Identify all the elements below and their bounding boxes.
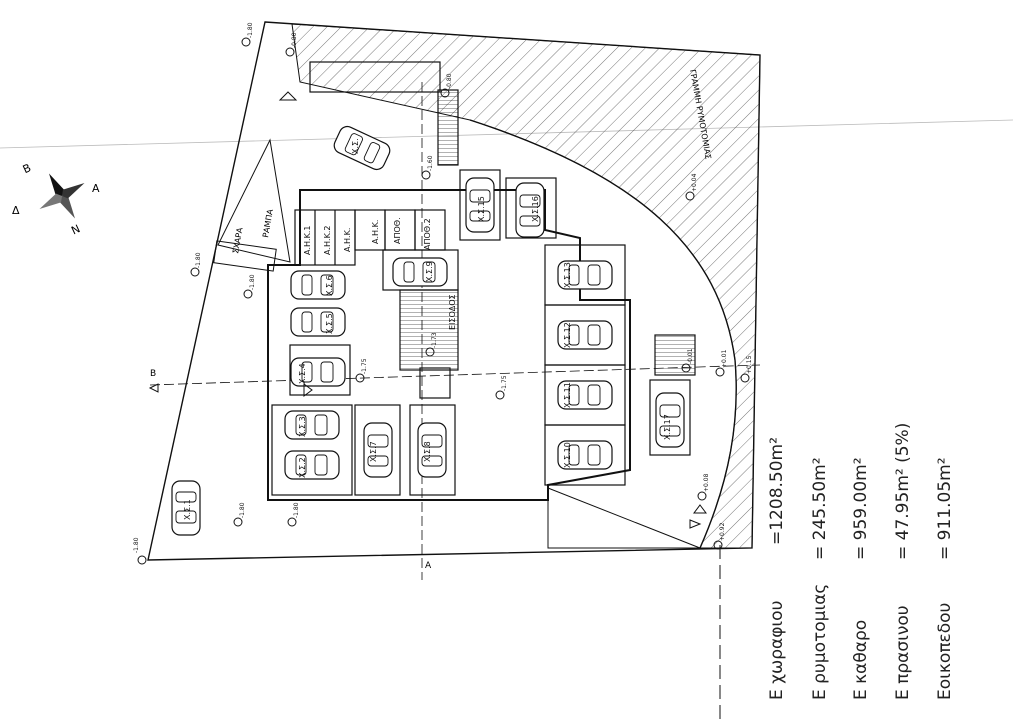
compass-east: Α: [92, 182, 100, 195]
parking-label: Χ.Σ.12: [563, 322, 572, 348]
svg-text:-0.80: -0.80: [446, 73, 453, 89]
area-value: = 245.50m²: [810, 457, 830, 560]
area-label: Ε πρασινου: [893, 605, 913, 700]
level-marker: -1.80: [233, 502, 246, 527]
svg-text:-1.80: -1.80: [249, 274, 256, 290]
svg-text:-1.80: -1.80: [293, 502, 300, 518]
level-marker: +0.92: [713, 522, 726, 550]
boundary-curve: [469, 119, 737, 549]
area-summary: Ε χωραφιου =1208.50m² Ε ρυμοτομιας = 245…: [767, 423, 955, 700]
fold-line: [0, 119, 1013, 149]
area-value: = 47.95m² (5%): [893, 423, 913, 560]
compass-north: Ν: [69, 222, 82, 237]
mech-room-label: Α.Η.Κ.2: [323, 226, 332, 255]
svg-text:+0.01: +0.01: [721, 349, 728, 368]
level-marker: -1.73: [425, 332, 438, 357]
area-value: =1208.50m²: [767, 437, 787, 545]
parking-label: Χ.Σ.17: [663, 414, 672, 440]
svg-text:-0.01: -0.01: [687, 348, 694, 364]
level-marker: +0.01: [715, 349, 728, 377]
section-a-label: A: [425, 561, 432, 571]
svg-text:-1.75: -1.75: [361, 358, 368, 374]
svg-text:-1.60: -1.60: [427, 155, 434, 171]
level-marker: +0.04: [685, 173, 698, 201]
parking-label: Χ.Σ.13: [563, 262, 572, 288]
area-label: Ε καθαρο: [851, 620, 871, 700]
svg-text:+0.08: +0.08: [703, 473, 710, 492]
svg-text:-1.80: -1.80: [195, 252, 202, 268]
level-marker: -1.80: [287, 502, 300, 527]
mech-room-label: Α.Η.Κ.1: [303, 226, 312, 255]
parking-label: Χ.Σ.11: [563, 382, 572, 408]
parking-label: Χ.Σ.2: [298, 457, 307, 478]
svg-text:+0.15: +0.15: [746, 355, 753, 374]
storage-label: ΑΠΟΘ.2: [423, 218, 432, 250]
level-marker: -1.75: [355, 358, 368, 383]
compass-rose: Β Α Δ Ν: [12, 161, 100, 237]
parking-label: Χ.Σ.6: [325, 275, 334, 296]
level-marker: -0.01: [681, 348, 694, 373]
mech-room-label: Α.Η.Κ.: [343, 228, 352, 252]
parking-label: Χ.Σ.16: [531, 196, 540, 222]
storage-label: ΑΠΟΘ.: [393, 217, 402, 244]
parking-label: Χ.Σ.: [351, 138, 360, 154]
parking-label: Χ.Σ.15: [477, 196, 486, 222]
svg-text:+0.92: +0.92: [719, 522, 726, 541]
level-marker: -0.80: [285, 32, 298, 57]
mech-room-label: Α.Η.Κ.: [371, 220, 380, 244]
level-marker: -1.75: [495, 375, 508, 400]
corner-triangle: [547, 487, 701, 549]
svg-text:-1.80: -1.80: [239, 502, 246, 518]
entrance-label: ΕΙΣΟΔΟΣ: [448, 294, 457, 330]
svg-text:-1.80: -1.80: [247, 22, 254, 38]
svg-text:-1.75: -1.75: [501, 375, 508, 391]
parking-label: Χ.Σ.7: [369, 441, 378, 462]
svg-text:+0.04: +0.04: [691, 173, 698, 192]
level-marker: +0.15: [740, 355, 753, 383]
level-marker: -1.80: [190, 252, 202, 277]
svg-text:-0.80: -0.80: [291, 32, 298, 48]
expropriation-zone: [291, 23, 761, 549]
level-marker: -1.60: [421, 155, 434, 180]
parking-label: Χ.Σ.8: [423, 441, 432, 462]
level-marker: -0.80: [440, 73, 453, 98]
level-marker: -1.80: [241, 22, 254, 47]
compass-west: Δ: [12, 204, 20, 217]
parking-label: Χ.Σ.4: [298, 363, 307, 384]
area-label: Ε χωραφιου: [767, 601, 787, 700]
parking-label: Χ.Σ.9: [425, 261, 434, 282]
grate-label: ΣΧΑΡΑ: [231, 226, 245, 254]
ramp-triangle: [217, 138, 291, 263]
area-value: = 911.05m²: [935, 457, 955, 560]
compass-south: Β: [21, 161, 33, 176]
svg-text:-1.73: -1.73: [431, 332, 438, 348]
partitions: [271, 61, 696, 496]
area-label: Ε ρυμοτομιας: [810, 584, 830, 700]
svg-text:-1.80: -1.80: [133, 537, 140, 553]
direction-arrows: [148, 91, 707, 529]
parking-label: Χ.Σ.3: [298, 416, 307, 437]
level-marker: -1.80: [133, 537, 147, 565]
level-marker: -1.80: [243, 274, 256, 299]
parking-label: Χ.Σ.5: [325, 313, 334, 334]
building-outline: [267, 189, 631, 501]
area-value: = 959.00m²: [851, 457, 871, 560]
section-b-label: B: [150, 369, 156, 379]
ramp-label: ΡΑΜΠΑ: [261, 208, 275, 238]
grate: [213, 240, 277, 272]
level-marker: +0.08: [697, 473, 710, 501]
parking-label: Χ.Σ.10: [563, 442, 572, 468]
parking-label: Χ.Σ.1: [183, 499, 192, 520]
area-label: Εοικοπεδου: [935, 603, 955, 700]
section-line-b: [149, 364, 761, 386]
